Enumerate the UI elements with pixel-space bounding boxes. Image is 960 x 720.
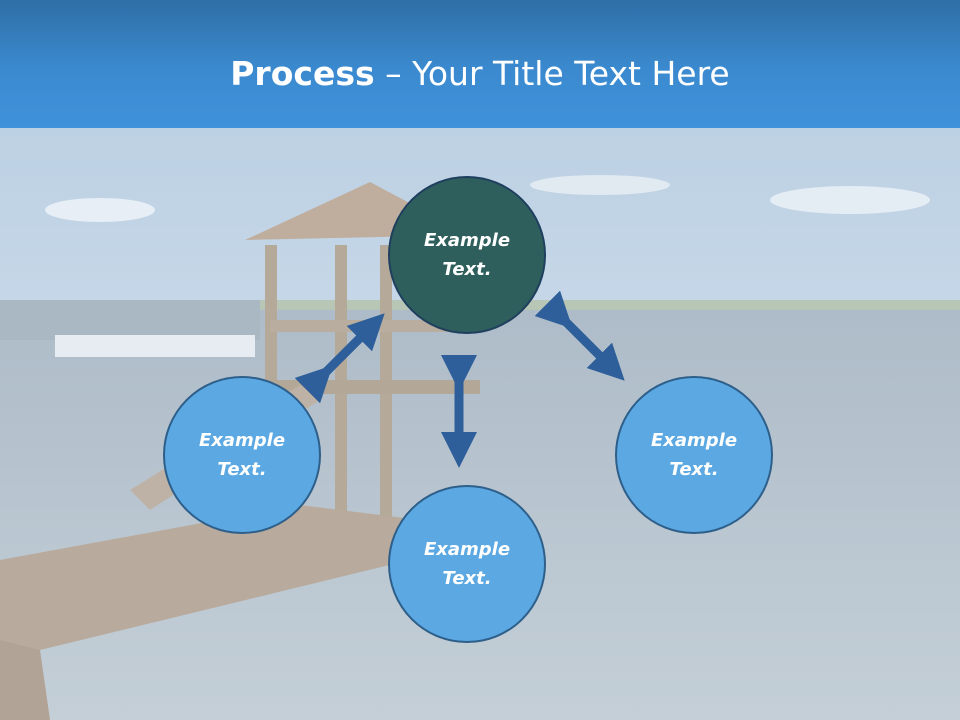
title-bold: Process xyxy=(230,54,375,93)
title-rest: – Your Title Text Here xyxy=(374,54,730,93)
node-right: Example Text. xyxy=(615,376,773,534)
slide-title: Process – Your Title Text Here xyxy=(0,52,960,96)
node-left: Example Text. xyxy=(163,376,321,534)
node-bottom: Example Text. xyxy=(388,485,546,643)
node-left-label: Example Text. xyxy=(198,430,286,480)
node-right-label: Example Text. xyxy=(650,430,738,480)
title-bar xyxy=(0,0,960,128)
node-top-label: Example Text. xyxy=(423,230,511,280)
node-bottom-label: Example Text. xyxy=(423,539,511,589)
node-top: Example Text. xyxy=(388,176,546,334)
